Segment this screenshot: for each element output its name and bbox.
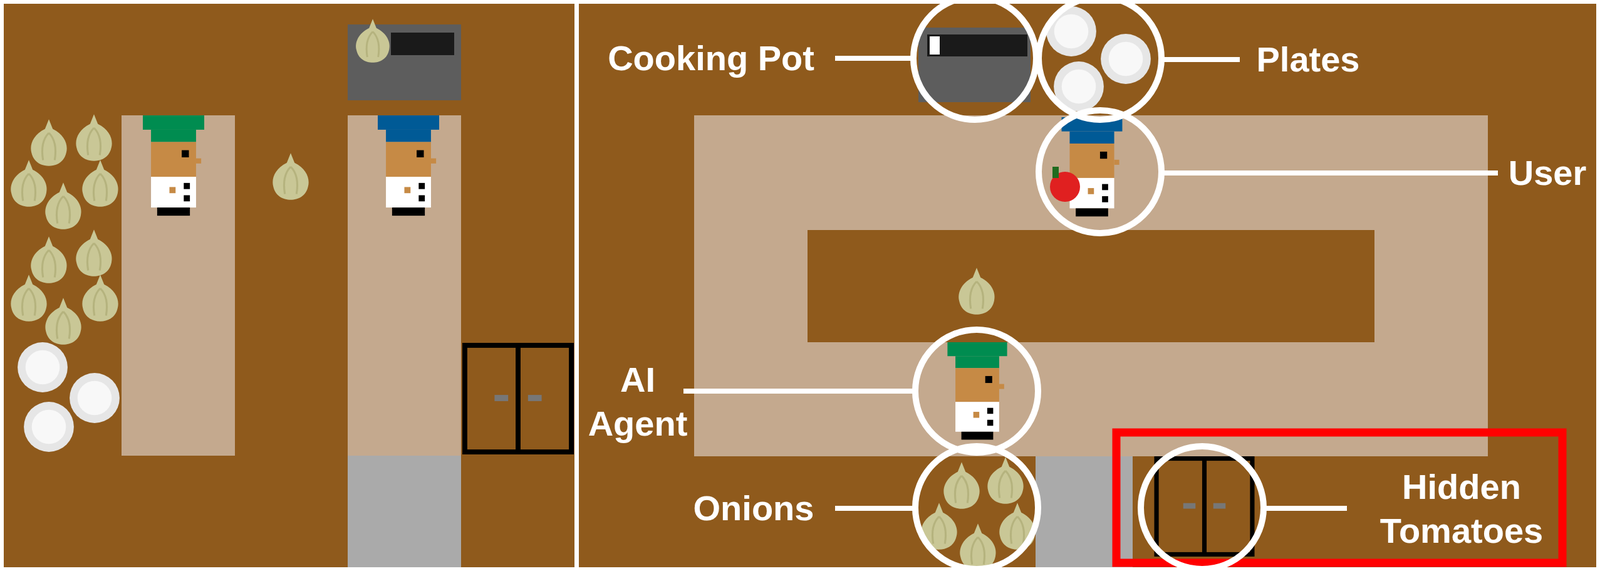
callout-label: User xyxy=(1508,150,1587,195)
callout-label: AI Agent xyxy=(588,357,688,446)
callout-label: Plates xyxy=(1256,37,1361,82)
left-panel xyxy=(10,18,572,571)
callout-label: Hidden Tomatoes xyxy=(1380,464,1543,553)
right-panel xyxy=(683,0,1563,571)
callout-label: Onions xyxy=(693,486,815,530)
callout-label: Cooking Pot xyxy=(607,36,815,81)
